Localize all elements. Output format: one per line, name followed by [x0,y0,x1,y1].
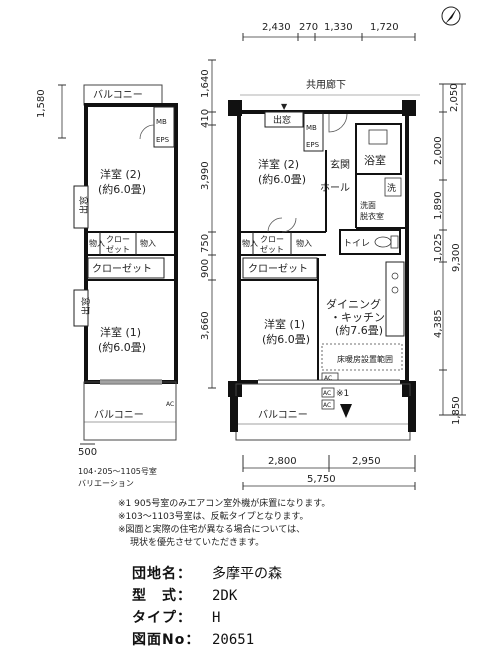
dim-right-5: 4,385 [433,309,444,338]
toilet-label: トイレ [343,239,370,249]
svg-text:AC: AC [323,390,331,397]
info-row: 型 式： 2DK [132,585,282,607]
right-dimensions: 2,050 2,000 1,890 1,025 9,300 4,385 1,85… [433,83,466,425]
dim-right-6: 1,850 [451,396,462,425]
svg-text:クロー: クロー [260,235,284,244]
dim-right-3: 1,025 [433,233,444,262]
note-3: ※図面と実際の住宅が異なる場合については、 [118,525,306,535]
note-4: 現状を優先させていただきます。 [130,538,265,548]
svg-text:ゼット: ゼット [260,244,284,254]
dim-top-3: 1,720 [370,22,399,33]
corridor-label: 共用廊下 [306,78,346,91]
dim-left-0: 1,640 [200,69,211,98]
svg-text:脱衣室: 脱衣室 [360,211,384,221]
svg-text:(約6.0畳): (約6.0畳) [98,182,146,196]
dim-bottom-1: 2,950 [352,456,381,467]
svg-text:ゼット: ゼット [106,244,130,254]
svg-text:出窓: 出窓 [78,196,90,214]
svg-text:MB: MB [156,118,167,126]
variation-western1: 洋室 (1) [100,325,141,339]
svg-text:▼: ▼ [281,102,288,111]
main-plan: 共用廊下 出窓 ▼ MB EPS 浴室 洗 洗面 脱衣室 玄関 ホール [228,78,420,441]
info-row: 図面No： 20651 [132,629,282,651]
bath-label: 浴室 [364,153,386,167]
variation-caption: 104･205～1105号室 [78,466,157,476]
main-balcony: バルコニー [258,409,308,421]
svg-text:AC: AC [324,375,332,382]
svg-text:EPS: EPS [156,136,170,144]
info-row: タイプ： H [132,607,282,629]
svg-text:EPS: EPS [306,141,320,149]
dim-top-2: 1,330 [324,22,353,33]
dim-left-2: 3,990 [200,161,211,190]
floor-heating-label: 床暖房設置範囲 [337,354,393,364]
dim-right-2: 1,890 [433,191,444,220]
note-2: ※103～1103号室は、反転タイプとなります。 [118,512,309,522]
dim-right-0: 2,050 [449,83,460,112]
western2-label: 洋室 (2) [258,157,299,171]
top-out-window: 出窓 [273,114,291,126]
svg-text:出窓: 出窓 [80,297,92,315]
dk-size: (約7.6畳) [335,323,383,337]
svg-text:物入: 物入 [242,238,258,248]
svg-text:AC: AC [166,401,174,408]
svg-text:洗面: 洗面 [360,200,376,210]
svg-text:クローゼット: クローゼット [92,263,152,275]
svg-text:※1: ※1 [336,389,349,399]
dim-left-3: 750 [200,234,211,253]
svg-text:バルコニー: バルコニー [94,409,144,421]
variation-left-dimension: 1,580 [36,84,66,139]
info-key: 型 式： [132,588,192,604]
variation-plan: バルコニー MB EPS 洋室 (2) (約6.0畳) 出窓 物入 クロー ゼッ… [73,84,178,441]
left-dimensions: 1,640 410 3,990 750 900 3,660 [200,59,216,389]
dim-left-4: 900 [200,259,211,278]
dim-right-4: 9,300 [451,243,462,272]
info-row: 団地名： 多摩平の森 [132,563,282,585]
note-1: ※1 905号室のみエアコン室外機が床置になります。 [118,499,331,509]
svg-text:物入: 物入 [296,238,312,248]
dim-variation-left: 1,580 [36,89,47,118]
info-value: 20651 [212,632,255,648]
info-key: 団地名： [132,566,192,582]
info-key: タイプ： [132,610,192,626]
svg-text:物入: 物入 [140,238,156,248]
info-key: 図面No： [132,632,201,648]
down-arrow-icon [340,404,352,418]
svg-text:AC: AC [323,402,331,409]
dim-bottom-0: 2,800 [268,456,297,467]
dining-label: ダイニング [326,297,381,311]
closet-label: クローゼット [248,263,308,275]
variation-western2: 洋室 (2) [100,167,141,181]
dim-left-5: 3,660 [200,311,211,340]
western2-size: (約6.0畳) [258,172,306,186]
western1-label: 洋室 (1) [264,317,305,331]
compass-icon [441,6,461,26]
dim-right-1: 2,000 [433,136,444,165]
top-dimensions: 2,430 270 1,330 1,720 [242,22,416,41]
variation-balcony-top: バルコニー [93,89,143,101]
dim-variation-bottom: 500 [78,447,97,458]
western1-size: (約6.0畳) [262,332,310,346]
info-block: 団地名： 多摩平の森 型 式： 2DK タイプ： H 図面No： 20651 [132,563,282,651]
svg-text:MB: MB [306,124,317,132]
info-value: 2DK [212,588,238,604]
svg-text:洗: 洗 [387,182,396,194]
notes: ※1 905号室のみエアコン室外機が床置になります。 ※103～1103号室は、… [118,498,498,550]
dim-top-0: 2,430 [262,22,291,33]
variation-caption-2: バリエーション [78,479,134,488]
dim-bottom-total: 5,750 [307,474,336,485]
kitchen-label: ・キッチン [330,311,385,324]
bottom-dimensions: 2,800 2,950 5,750 500 [78,443,416,490]
hall-label: ホール [320,182,350,194]
svg-text:物入: 物入 [89,238,105,248]
info-value: H [212,610,221,626]
dim-left-1: 410 [200,109,211,128]
dim-top-1: 270 [299,22,318,33]
info-value: 多摩平の森 [212,566,282,582]
svg-text:(約6.0畳): (約6.0畳) [98,340,146,354]
entrance-label: 玄関 [330,158,350,171]
svg-text:クロー: クロー [106,235,130,244]
